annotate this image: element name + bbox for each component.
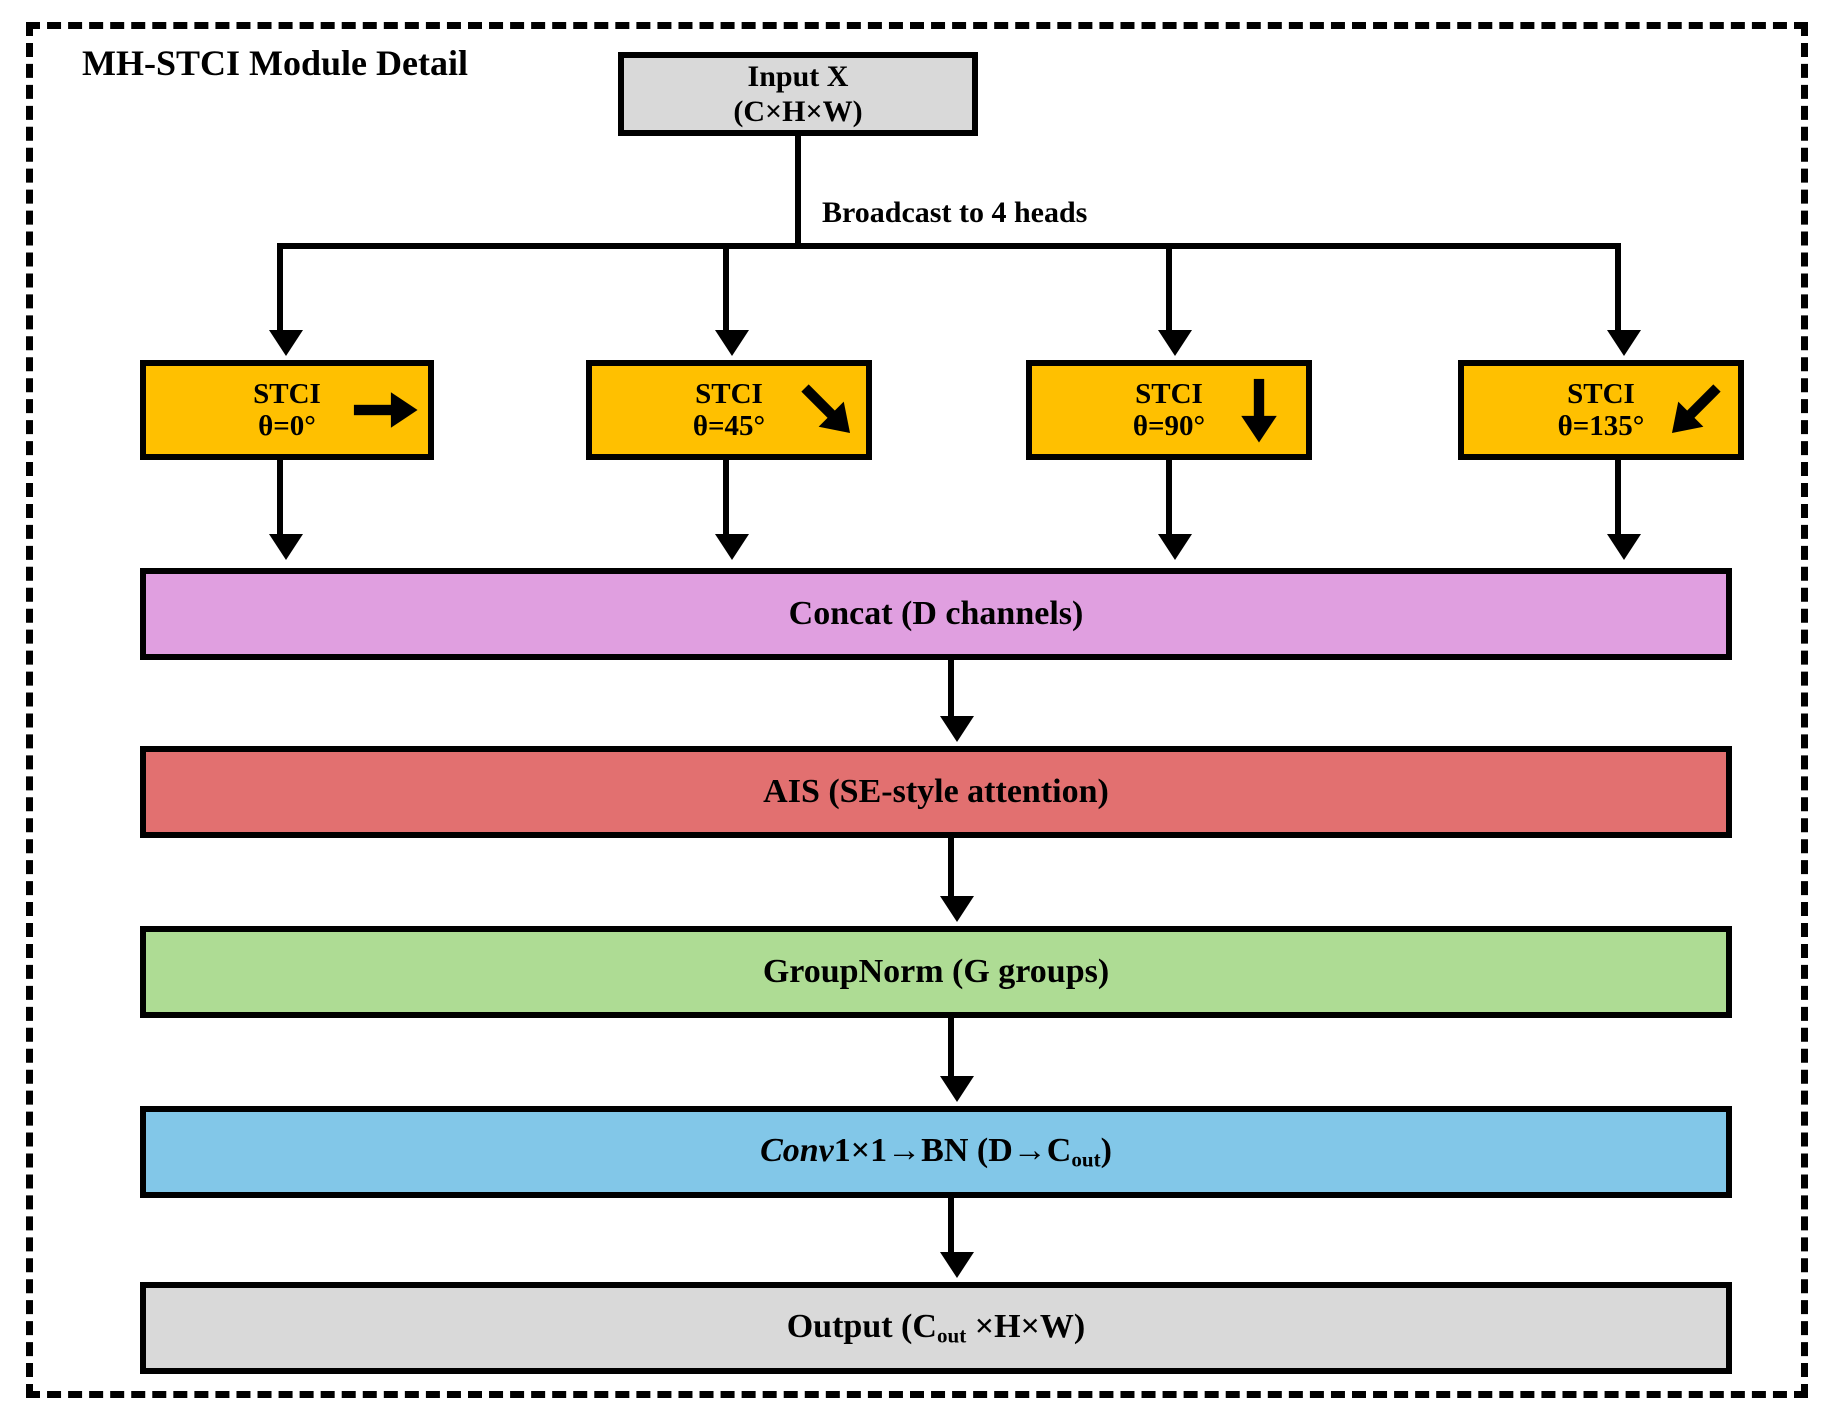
page-title: MH-STCI Module Detail [82, 43, 468, 83]
connector-head-4-to-concat [1615, 460, 1621, 538]
groupnorm-label: GroupNorm (G groups) [762, 952, 1110, 990]
arrow-right-icon [353, 392, 418, 428]
arrowhead-ais-to-groupnorm [940, 896, 974, 922]
stci-head-90deg-name: STCI [1135, 377, 1203, 410]
conv-bn-label: Conv1×1→BN (D→Cout) [760, 1131, 1112, 1172]
arrow-down-left-icon [1671, 384, 1721, 434]
node-stci-head-135deg: STCI θ=135° [1458, 360, 1744, 460]
arrowhead-head-1-to-concat [269, 534, 303, 560]
arrowhead-head-4-to-concat [1607, 534, 1641, 560]
node-input-x: Input X (C×H×W) [618, 52, 978, 136]
node-stci-head-0deg: STCI θ=0° [140, 360, 434, 460]
stci-head-45deg-name: STCI [695, 377, 763, 410]
conv-rest-before-sub: 1×1→BN (D→C [833, 1132, 1072, 1170]
connector-groupnorm-to-conv [948, 1018, 954, 1080]
connector-ais-to-groupnorm [948, 838, 954, 900]
output-subscript: out [936, 1323, 967, 1348]
arrowhead-bus-to-head-1 [269, 330, 303, 356]
output-label: Output (Cout ×H×W) [787, 1307, 1086, 1348]
connector-bus-to-head-2 [723, 243, 729, 335]
stci-head-135deg-theta: θ=135° [1557, 410, 1645, 442]
arrowhead-groupnorm-to-conv [940, 1076, 974, 1102]
connector-bus-to-head-3 [1166, 243, 1172, 335]
input-node-line2: (C×H×W) [733, 95, 863, 128]
output-prefix: Output (C [786, 1308, 937, 1346]
connector-broadcast-bus [277, 243, 1621, 249]
node-concat: Concat (D channels) [140, 568, 1732, 660]
arrow-down-icon [1241, 378, 1277, 443]
node-output: Output (Cout ×H×W) [140, 1282, 1732, 1374]
stci-head-45deg-theta: θ=45° [692, 410, 766, 442]
stci-head-0deg-name: STCI [253, 377, 321, 410]
connector-conv-to-output [948, 1198, 954, 1256]
connector-bus-to-head-1 [277, 243, 283, 335]
node-stci-head-90deg: STCI θ=90° [1026, 360, 1312, 460]
conv-rest-after-sub: ) [1100, 1132, 1112, 1170]
node-groupnorm: GroupNorm (G groups) [140, 926, 1732, 1018]
stci-head-135deg-name: STCI [1567, 377, 1635, 410]
arrowhead-head-3-to-concat [1158, 534, 1192, 560]
conv-italic-prefix: Conv [760, 1132, 834, 1170]
connector-bus-to-head-4 [1615, 243, 1621, 335]
arrowhead-bus-to-head-3 [1158, 330, 1192, 356]
connector-head-2-to-concat [723, 460, 729, 538]
stci-head-0deg-theta: θ=0° [258, 410, 316, 442]
arrowhead-conv-to-output [940, 1252, 974, 1278]
arrow-down-right-icon [801, 384, 851, 434]
arrowhead-bus-to-head-4 [1607, 330, 1641, 356]
conv-subscript: out [1071, 1147, 1101, 1172]
node-stci-head-45deg: STCI θ=45° [586, 360, 872, 460]
node-conv-bn: Conv1×1→BN (D→Cout) [140, 1106, 1732, 1198]
connector-input-to-bus [795, 136, 801, 246]
connector-head-3-to-concat [1166, 460, 1172, 538]
connector-concat-to-ais [948, 660, 954, 720]
stci-head-90deg-theta: θ=90° [1132, 410, 1206, 442]
arrowhead-concat-to-ais [940, 716, 974, 742]
output-suffix: ×H×W) [966, 1308, 1086, 1346]
arrowhead-head-2-to-concat [715, 534, 749, 560]
input-node-line1: Input X [747, 59, 849, 93]
node-ais: AIS (SE-style attention) [140, 746, 1732, 838]
concat-label: Concat (D channels) [788, 594, 1084, 632]
module-dashed-frame [26, 22, 1808, 1398]
arrowhead-bus-to-head-2 [715, 330, 749, 356]
ais-label: AIS (SE-style attention) [763, 772, 1109, 810]
broadcast-label: Broadcast to 4 heads [822, 196, 1088, 229]
connector-head-1-to-concat [277, 460, 283, 538]
